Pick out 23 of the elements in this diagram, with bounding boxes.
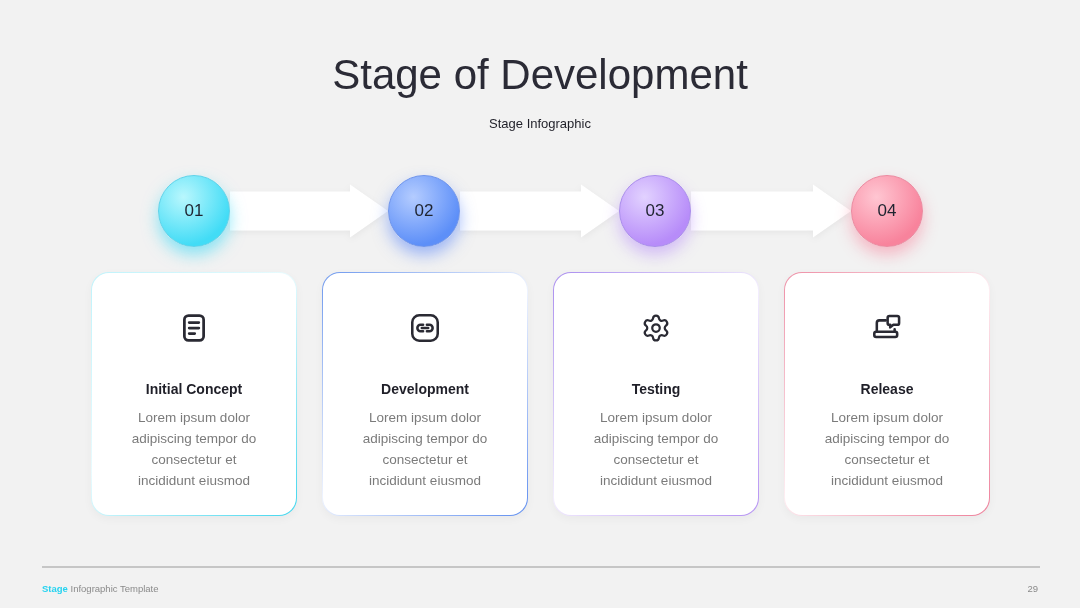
title: Stage of Development [331,50,749,100]
card-heading: Initial Concept [145,380,243,399]
step-number: 03 [645,200,665,223]
block-arrow [460,184,619,238]
footer-text: Stage Infographic Template [42,582,159,596]
block-arrow [691,184,851,238]
stage-card [553,272,759,516]
card-description: Lorem ipsum dolor adipiscing tempor do consectetur et incididunt eiusmod [130,409,258,490]
card-heading: Release [860,380,914,399]
stage-card [91,272,297,516]
subtitle: Stage Infographic [488,115,592,133]
card-description: Lorem ipsum dolor adipiscing tempor do consectetur et incididunt eiusmod [823,409,951,490]
card-heading: Development [381,380,469,399]
block-arrow [230,184,388,238]
card-description: Lorem ipsum dolor adipiscing tempor do consectetur et incididunt eiusmod [592,409,720,490]
stage-card [322,272,528,516]
stage-card [784,272,990,516]
page-number: 29 [1027,582,1038,596]
step-number: 01 [184,200,204,223]
card-heading: Testing [631,380,681,399]
step-number: 02 [414,200,434,223]
step-number: 04 [877,200,897,223]
card-description: Lorem ipsum dolor adipiscing tempor do consectetur et incididunt eiusmod [361,409,489,490]
